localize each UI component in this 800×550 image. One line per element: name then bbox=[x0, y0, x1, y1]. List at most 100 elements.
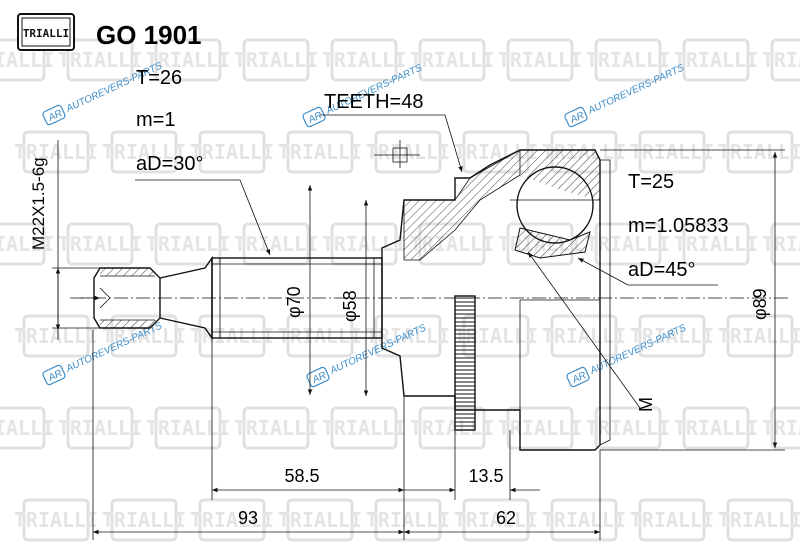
svg-text:TRIALLI: TRIALLI bbox=[322, 232, 406, 256]
background-logo-tile: TRIALLI bbox=[190, 314, 274, 358]
svg-text:TRIALLI: TRIALLI bbox=[102, 508, 186, 532]
watermark-3: AR AUTOREVERS-PARTS bbox=[564, 62, 686, 128]
svg-text:TRIALLI: TRIALLI bbox=[234, 416, 318, 440]
svg-text:TRIALLI: TRIALLI bbox=[278, 140, 362, 164]
background-logo-tile: TRIALLI bbox=[146, 222, 230, 266]
leader-inner-spline-arrow bbox=[577, 257, 629, 286]
background-logo-tile: TRIALLI bbox=[234, 406, 318, 450]
svg-text:TRIALLI: TRIALLI bbox=[762, 48, 800, 72]
background-logo-tile: TRIALLI bbox=[498, 38, 582, 82]
phi89-label: φ89 bbox=[750, 288, 770, 320]
background-logo-tile: TRIALLI bbox=[146, 406, 230, 450]
background-logo-tile: TRIALLI bbox=[718, 314, 800, 358]
svg-text:TRIALLI: TRIALLI bbox=[630, 140, 714, 164]
svg-text:TRIALLI: TRIALLI bbox=[674, 48, 758, 72]
background-logo-tile: TRIALLI bbox=[718, 498, 800, 542]
svg-text:TRIALLI: TRIALLI bbox=[586, 48, 670, 72]
leader-outer-spline-arrow bbox=[239, 179, 271, 256]
svg-text:TRIALLI: TRIALLI bbox=[190, 140, 274, 164]
svg-text:TRIALLI: TRIALLI bbox=[454, 508, 538, 532]
svg-text:TRIALLI: TRIALLI bbox=[718, 508, 800, 532]
background-logo-tile: TRIALLI bbox=[58, 222, 142, 266]
svg-text:TRIALLI: TRIALLI bbox=[190, 508, 274, 532]
background-logo-tile: TRIALLI bbox=[366, 314, 450, 358]
svg-text:TRIALLI: TRIALLI bbox=[674, 232, 758, 256]
background-logo-tile: TRIALLI bbox=[278, 130, 362, 174]
dim-58-5-label: 58.5 bbox=[284, 466, 319, 486]
svg-text:TRIALLI: TRIALLI bbox=[322, 48, 406, 72]
cv-joint-race bbox=[510, 159, 611, 450]
svg-text:TRIALLI: TRIALLI bbox=[14, 508, 98, 532]
background-logo-tile: TRIALLI bbox=[322, 406, 406, 450]
background-logo-tile: TRIALLI bbox=[190, 498, 274, 542]
svg-text:TRIALLI: TRIALLI bbox=[366, 140, 450, 164]
background-logo-tile: TRIALLI bbox=[674, 222, 758, 266]
dim-13-5-label: 13.5 bbox=[468, 466, 503, 486]
horizontal-dimensions bbox=[92, 330, 601, 540]
thread-dimension bbox=[52, 140, 100, 340]
svg-text:TRIALLI: TRIALLI bbox=[498, 48, 582, 72]
background-logo-tile: TRIALLI bbox=[366, 498, 450, 542]
background-logo-tile: TRIALLI bbox=[0, 222, 54, 266]
background-logo-tile: TRIALLI bbox=[674, 38, 758, 82]
svg-text:TRIALLI: TRIALLI bbox=[234, 48, 318, 72]
background-logo-tile: TRIALLI bbox=[234, 38, 318, 82]
svg-text:TRIALLI: TRIALLI bbox=[278, 324, 362, 348]
background-logo-tile: TRIALLI bbox=[366, 130, 450, 174]
background-logo-tile: TRIALLI bbox=[762, 38, 800, 82]
dim-93-label: 93 bbox=[238, 508, 258, 528]
background-logo-tile: TRIALLI bbox=[586, 38, 670, 82]
background-logo-tile: TRIALLI bbox=[410, 38, 494, 82]
background-logo-tile: TRIALLI bbox=[58, 406, 142, 450]
background-logo-tile: TRIALLI bbox=[630, 498, 714, 542]
background-logo-tile: TRIALLI bbox=[0, 406, 54, 450]
background-logo-tile: TRIALLI bbox=[14, 314, 98, 358]
background-logo-tile: TRIALLI bbox=[102, 130, 186, 174]
svg-text:TRIALLI: TRIALLI bbox=[366, 508, 450, 532]
svg-text:TRIALLI: TRIALLI bbox=[146, 232, 230, 256]
background-logo-tile: TRIALLI bbox=[190, 130, 274, 174]
svg-text:TRIALLI: TRIALLI bbox=[102, 140, 186, 164]
background-logo-pattern: TRIALLITRIALLITRIALLITRIALLITRIALLITRIAL… bbox=[0, 38, 800, 542]
background-logo-tile: TRIALLI bbox=[630, 130, 714, 174]
background-logo-tile: TRIALLI bbox=[762, 406, 800, 450]
phi58-label: φ58 bbox=[340, 290, 360, 322]
svg-text:TRIALLI: TRIALLI bbox=[0, 48, 54, 72]
brand-logo: TRIALLI bbox=[17, 13, 75, 51]
watermark-badge: AR bbox=[568, 110, 586, 126]
background-logo-tile: TRIALLI bbox=[542, 314, 626, 358]
svg-text:TRIALLI: TRIALLI bbox=[542, 324, 626, 348]
svg-text:TRIALLI: TRIALLI bbox=[234, 232, 318, 256]
background-logo-tile: TRIALLI bbox=[102, 498, 186, 542]
watermark-badge: AR bbox=[306, 110, 324, 126]
abs-tone-ring bbox=[454, 295, 476, 431]
inner-spline-teeth: T=25 bbox=[628, 171, 674, 193]
svg-text:TRIALLI: TRIALLI bbox=[278, 508, 362, 532]
watermark-badge: AR bbox=[46, 368, 64, 384]
background-logo-tile: TRIALLI bbox=[14, 498, 98, 542]
background-logo-tile: TRIALLI bbox=[630, 314, 714, 358]
svg-text:TRIALLI: TRIALLI bbox=[630, 508, 714, 532]
svg-text:TRIALLI: TRIALLI bbox=[410, 48, 494, 72]
background-logo-tile: TRIALLI bbox=[146, 38, 230, 82]
svg-text:TRIALLI: TRIALLI bbox=[762, 416, 800, 440]
svg-text:TRIALLI: TRIALLI bbox=[586, 416, 670, 440]
background-logo-tile: TRIALLI bbox=[0, 38, 54, 82]
background-logo-tile: TRIALLI bbox=[14, 130, 98, 174]
dim-62-label: 62 bbox=[496, 508, 516, 528]
svg-text:TRIALLI: TRIALLI bbox=[718, 324, 800, 348]
svg-text:TRIALLI: TRIALLI bbox=[146, 48, 230, 72]
svg-text:TRIALLI: TRIALLI bbox=[0, 416, 54, 440]
abs-teeth-label: TEETH=48 bbox=[324, 91, 423, 113]
outer-spline-angle: aD=30° bbox=[136, 153, 204, 175]
m-label: M bbox=[636, 397, 656, 412]
inner-spline-module: m=1.05833 bbox=[628, 215, 729, 237]
svg-text:TRIALLI: TRIALLI bbox=[498, 416, 582, 440]
svg-text:TRIALLI: TRIALLI bbox=[366, 324, 450, 348]
thread-spec-label: M22X1.5-6g bbox=[29, 157, 48, 250]
background-logo-tile: TRIALLI bbox=[278, 498, 362, 542]
background-logo-tile: TRIALLI bbox=[718, 130, 800, 174]
part-number: GO 1901 bbox=[96, 20, 202, 50]
